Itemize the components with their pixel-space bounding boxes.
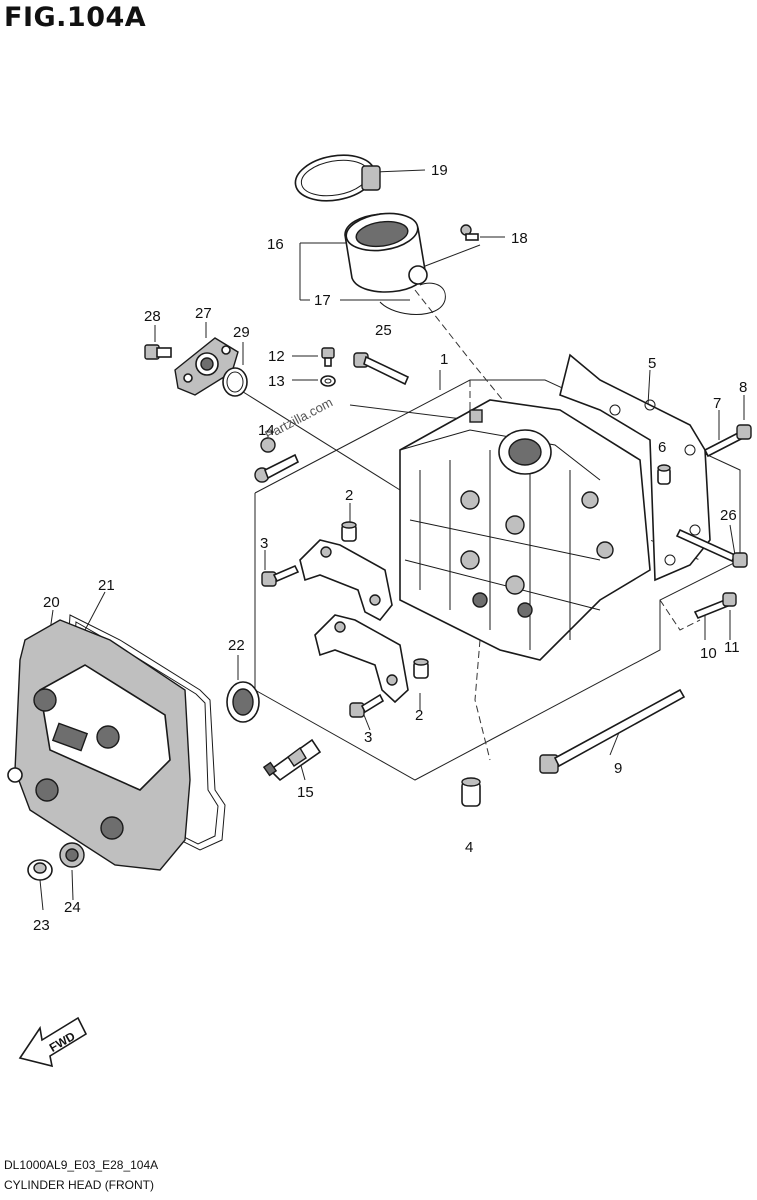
- callout-15[interactable]: 15: [297, 784, 314, 801]
- callout-27[interactable]: 27: [195, 305, 212, 322]
- callout-3-upper[interactable]: 3: [260, 535, 268, 552]
- callout-24[interactable]: 24: [64, 899, 81, 916]
- washer-13[interactable]: [320, 375, 336, 387]
- chain-guide-lower[interactable]: [314, 614, 409, 704]
- callout-29[interactable]: 29: [233, 324, 250, 341]
- callout-18[interactable]: 18: [511, 230, 528, 247]
- callout-5[interactable]: 5: [648, 355, 656, 372]
- callout-22[interactable]: 22: [228, 637, 245, 654]
- dowel-pin-6[interactable]: [657, 464, 671, 485]
- callout-16[interactable]: 16: [267, 236, 284, 253]
- callout-10[interactable]: 10: [700, 645, 717, 662]
- long-bolt-9[interactable]: [539, 688, 686, 774]
- callout-13[interactable]: 13: [268, 373, 285, 390]
- bolt-23[interactable]: [27, 859, 53, 881]
- hose-clamp-19[interactable]: [292, 149, 381, 206]
- bolt-14[interactable]: [254, 437, 300, 483]
- bolt-3-lower[interactable]: [349, 693, 385, 718]
- callout-21[interactable]: 21: [98, 577, 115, 594]
- callout-3-lower[interactable]: 3: [364, 729, 372, 746]
- callout-8[interactable]: 8: [739, 379, 747, 396]
- nut-11[interactable]: [722, 592, 737, 607]
- callout-7[interactable]: 7: [713, 395, 721, 412]
- seal-22[interactable]: [226, 681, 260, 723]
- diagram-subtitle: CYLINDER HEAD (FRONT): [4, 1178, 155, 1192]
- head-cover-20[interactable]: [7, 619, 191, 871]
- spark-plug-15[interactable]: [262, 738, 322, 782]
- o-ring-29[interactable]: [222, 367, 248, 397]
- fwd-arrow-icon: FWD: [18, 1016, 88, 1068]
- screw-18[interactable]: [460, 224, 479, 241]
- callout-14[interactable]: 14: [258, 422, 275, 439]
- grommet-24[interactable]: [59, 842, 85, 868]
- diagram-code: DL1000AL9_E03_E28_104A: [4, 1158, 159, 1172]
- gasket-5[interactable]: [559, 353, 711, 582]
- callout-28[interactable]: 28: [144, 308, 161, 325]
- callout-23[interactable]: 23: [33, 917, 50, 934]
- cylinder-head-1[interactable]: [399, 399, 651, 661]
- bolt-12[interactable]: [321, 347, 335, 367]
- callout-labels: 1 2 2 3 3 4 5 6 7 8 9 10 11 12 13 14 15 …: [33, 162, 747, 934]
- intake-pipe-16[interactable]: [344, 209, 428, 293]
- callout-17[interactable]: 17: [314, 292, 331, 309]
- leader-lines: [39, 169, 745, 911]
- chain-guide-upper[interactable]: [299, 539, 393, 622]
- callout-6[interactable]: 6: [658, 439, 666, 456]
- callout-19[interactable]: 19: [431, 162, 448, 179]
- callout-11[interactable]: 11: [724, 639, 740, 656]
- bolt-26[interactable]: [675, 528, 748, 568]
- dowel-2-upper[interactable]: [341, 521, 357, 542]
- bolt-28[interactable]: [144, 344, 172, 360]
- callout-2-lower[interactable]: 2: [415, 707, 423, 724]
- figure-title: FIG.104A: [4, 2, 147, 33]
- callout-26[interactable]: 26: [720, 507, 737, 524]
- nut-8[interactable]: [736, 424, 752, 440]
- bolt-long-upper[interactable]: [353, 352, 410, 386]
- bolt-3-upper[interactable]: [261, 564, 300, 587]
- callout-1[interactable]: 1: [440, 351, 448, 368]
- o-ring-25[interactable]: [379, 282, 446, 315]
- dowel-pin-4[interactable]: [461, 777, 481, 807]
- callout-25[interactable]: 25: [375, 322, 392, 339]
- callout-9[interactable]: 9: [614, 760, 622, 777]
- dowel-2-lower[interactable]: [413, 658, 429, 679]
- callout-20[interactable]: 20: [43, 594, 60, 611]
- callout-4[interactable]: 4: [465, 839, 473, 856]
- callout-2-upper[interactable]: 2: [345, 487, 353, 504]
- assembly-frame: [254, 379, 741, 781]
- callout-12[interactable]: 12: [268, 348, 285, 365]
